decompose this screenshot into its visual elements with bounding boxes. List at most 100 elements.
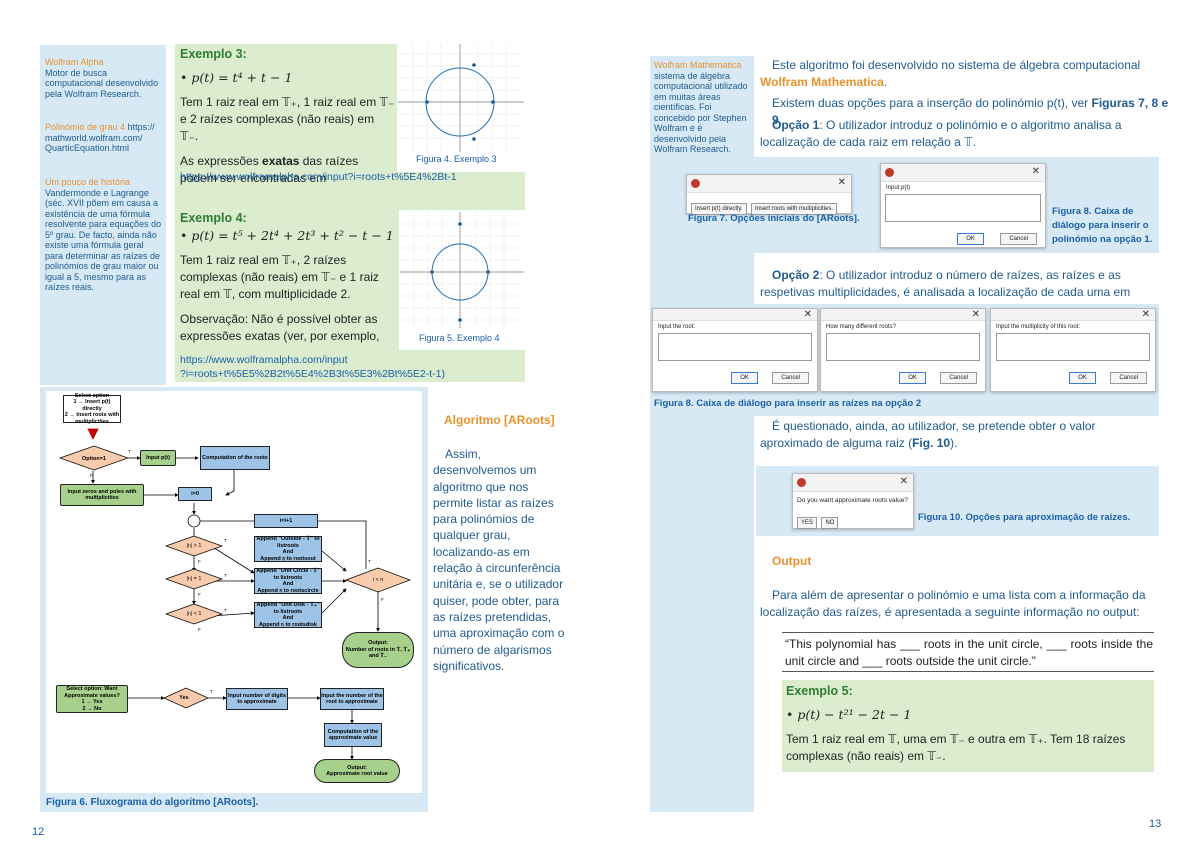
app-icon: [797, 478, 806, 487]
cancel-button[interactable]: Cancel: [772, 372, 809, 384]
sidebar-history-title: Um pouco de história: [45, 177, 131, 187]
input-root-label: Input the root:: [658, 324, 696, 330]
sidebar-wolfram-alpha-text: Motor de busca computacional desenvolvid…: [45, 67, 159, 99]
example4-link[interactable]: https://www.wolframalpha.com/input ?i=ro…: [180, 354, 445, 380]
example3-box: [175, 44, 397, 172]
svg-text:T: T: [224, 573, 227, 578]
multiplicity-field[interactable]: [996, 333, 1150, 361]
close-icon[interactable]: ✕: [971, 309, 980, 320]
cancel-button[interactable]: Cancel: [1000, 233, 1037, 245]
dialog-fig10: ✕ Do you want approximate roots value? Y…: [792, 473, 914, 529]
sidebar-quartic: Polinómio de grau 4 https:// mathworld.w…: [45, 122, 163, 154]
left-sidebar: [40, 45, 166, 385]
example3-text2: As expressões exatas das raízes podem se…: [180, 154, 359, 185]
ok-button[interactable]: OK: [731, 372, 758, 384]
figure6-caption: Figura 6. Fluxograma do algoritmo [ARoot…: [46, 797, 259, 808]
fc-cond2: |rᵢ| = 1: [186, 575, 202, 582]
multiplicity-label: Input the multiplicity of this root:: [996, 324, 1081, 330]
input-root-field[interactable]: [658, 333, 812, 361]
dialog-input-root: ✕ Input the root: OK Cancel: [652, 308, 818, 392]
output-title: Output: [772, 554, 812, 568]
cancel-button[interactable]: Cancel: [1110, 372, 1147, 384]
close-icon[interactable]: ✕: [1031, 166, 1040, 177]
fc-append3: Append "Unit Disk - 𝕋₊" to listroots And…: [254, 602, 322, 628]
sidebar-history: Um pouco de história Vandermonde e Lagra…: [45, 177, 163, 293]
sidebar-history-text: Vandermonde e Lagrange (séc. XVII põem e…: [45, 187, 162, 293]
svg-text:F: F: [198, 559, 201, 564]
example4-box: [175, 208, 399, 350]
dialog-multiplicity: ✕ Input the multiplicity of this root: O…: [990, 308, 1156, 392]
example4-link-box: [175, 350, 525, 382]
ok-button[interactable]: OK: [1069, 372, 1096, 384]
figure8-caption-opt1: Figura 8. Caixa de diálogo para inserir …: [1052, 206, 1153, 245]
close-icon[interactable]: ✕: [837, 177, 846, 188]
example5-title: Exemplo 5:: [786, 684, 853, 698]
figure5-caption: Figura 5. Exemplo 4: [419, 333, 500, 343]
figure7-caption: Figura 7. Opções iniciais do [ARoots].: [688, 213, 860, 224]
how-many-field[interactable]: [826, 333, 980, 361]
ok-button[interactable]: OK: [899, 372, 926, 384]
fc-cond1: |rᵢ| > 1: [186, 542, 202, 549]
input-p-label: Input p(t): [886, 185, 911, 191]
no-button[interactable]: NO: [821, 517, 839, 529]
sidebar-wolfram-alpha: Wolfram Alpha Motor de busca computacion…: [45, 57, 163, 99]
algorithm-title: Algoritmo [ARoots]: [444, 413, 555, 427]
svg-text:F: F: [381, 597, 384, 602]
example3-text1: Tem 1 raiz real em 𝕋₊, 1 raiz real em 𝕋₋…: [180, 95, 395, 143]
example5-text: Tem 1 raiz real em 𝕋, uma em 𝕋₋ e outra …: [786, 732, 1126, 763]
dialog-fig7: ✕ Insert p(t) directly. Insert roots wit…: [686, 174, 852, 215]
fc-cond3: |rᵢ| < 1: [186, 610, 202, 617]
example4-formula: • p(t) = t⁵ + 2t⁴ + 2t³ + t² − t − 1: [180, 228, 394, 243]
fc-i-plus: i=i+1: [254, 514, 318, 528]
sidebar-quartic-link[interactable]: https:// mathworld.wolfram.com/ QuarticE…: [45, 122, 155, 153]
opcao1-paragraph: Opção 1: O utilizador introduz o polinóm…: [760, 118, 1122, 149]
figure8-caption-opt2: Figura 8. Caixa de diálogo para inserir …: [654, 398, 922, 409]
page-number-left: 12: [32, 826, 45, 838]
page-number-right: 13: [1149, 818, 1162, 830]
app-icon: [885, 168, 894, 177]
figure4-caption: Figura 4. Exemplo 3: [416, 154, 497, 164]
svg-text:F: F: [90, 473, 93, 478]
example3-formula: • p(t) = t⁴ + t − 1: [180, 70, 293, 85]
algorithm-text: Assim, desenvolvemos um algoritmo que no…: [433, 447, 565, 673]
close-icon[interactable]: ✕: [803, 309, 812, 320]
output-paragraph: Para além de apresentar o polinómio e um…: [760, 588, 1146, 619]
svg-text:T: T: [224, 608, 227, 613]
fc-option-eq-1: Option=1: [82, 455, 106, 462]
svg-text:F: F: [198, 627, 201, 632]
example4-text2: Observação: Não é possível obter as expr…: [180, 312, 380, 343]
approx-question-label: Do you want approximate roots value?: [797, 497, 908, 504]
figure10-caption: Figura 10. Opções para aproximação de ra…: [918, 512, 1131, 523]
fc-computation-roots: Computation of the roots: [200, 446, 270, 470]
svg-text:T: T: [210, 689, 213, 694]
dialog-how-many-roots: ✕ How many different roots? OK Cancel: [820, 308, 986, 392]
example5-content: Exemplo 5: • p(t) − t²¹ − 2t − 1 Tem 1 r…: [786, 684, 1150, 765]
close-icon[interactable]: ✕: [899, 476, 908, 487]
fc-i0: i=0: [178, 487, 212, 501]
intro-paragraph-1: Este algoritmo foi desenvolvido no siste…: [760, 58, 1141, 89]
yes-button[interactable]: YES: [797, 517, 818, 529]
fc-output2: Output: Approximate root value: [314, 759, 400, 783]
app-icon: [691, 179, 700, 188]
how-many-label: How many different roots?: [826, 324, 896, 330]
sidebar-mathematica: Wolfram Mathematica sistema de álgebra c…: [654, 60, 752, 155]
example3-title: Exemplo 3:: [180, 47, 247, 61]
svg-text:F: F: [198, 592, 201, 597]
insert-roots-button[interactable]: Insert roots with multiplicities.: [751, 203, 838, 215]
close-icon[interactable]: ✕: [1141, 309, 1150, 320]
example3-link[interactable]: https://www.wolframalpha.com/input?i=roo…: [180, 171, 457, 183]
fc-input-zeros: Input zeros and poles with multiplicitie…: [60, 484, 144, 506]
input-p-field[interactable]: [885, 194, 1041, 222]
fc-append1: Append "Outside - 𝕋" to listroots And Ap…: [254, 536, 322, 562]
fc-append2: Append "Unit Circle - 𝕋" to listroots An…: [254, 568, 322, 594]
ok-button[interactable]: OK: [957, 233, 984, 245]
example3-content: Exemplo 3: • p(t) = t⁴ + t − 1 Tem 1 rai…: [180, 47, 395, 187]
sidebar-mathematica-text: sistema de álgebra computacional utiliza…: [654, 70, 748, 155]
svg-text:T: T: [128, 449, 131, 454]
fc-select-option: Select option 1 → Insert p(t) directly 2…: [63, 392, 121, 425]
question-paragraph: É questionado, ainda, ao utilizador, se …: [760, 419, 1096, 450]
sidebar-mathematica-title: Wolfram Mathematica: [654, 60, 742, 70]
cancel-button[interactable]: Cancel: [940, 372, 977, 384]
fc-computation-approx: Computation of the approximate value: [324, 723, 382, 747]
fc-select-approx: Select option: Want Approximate values? …: [56, 685, 128, 713]
